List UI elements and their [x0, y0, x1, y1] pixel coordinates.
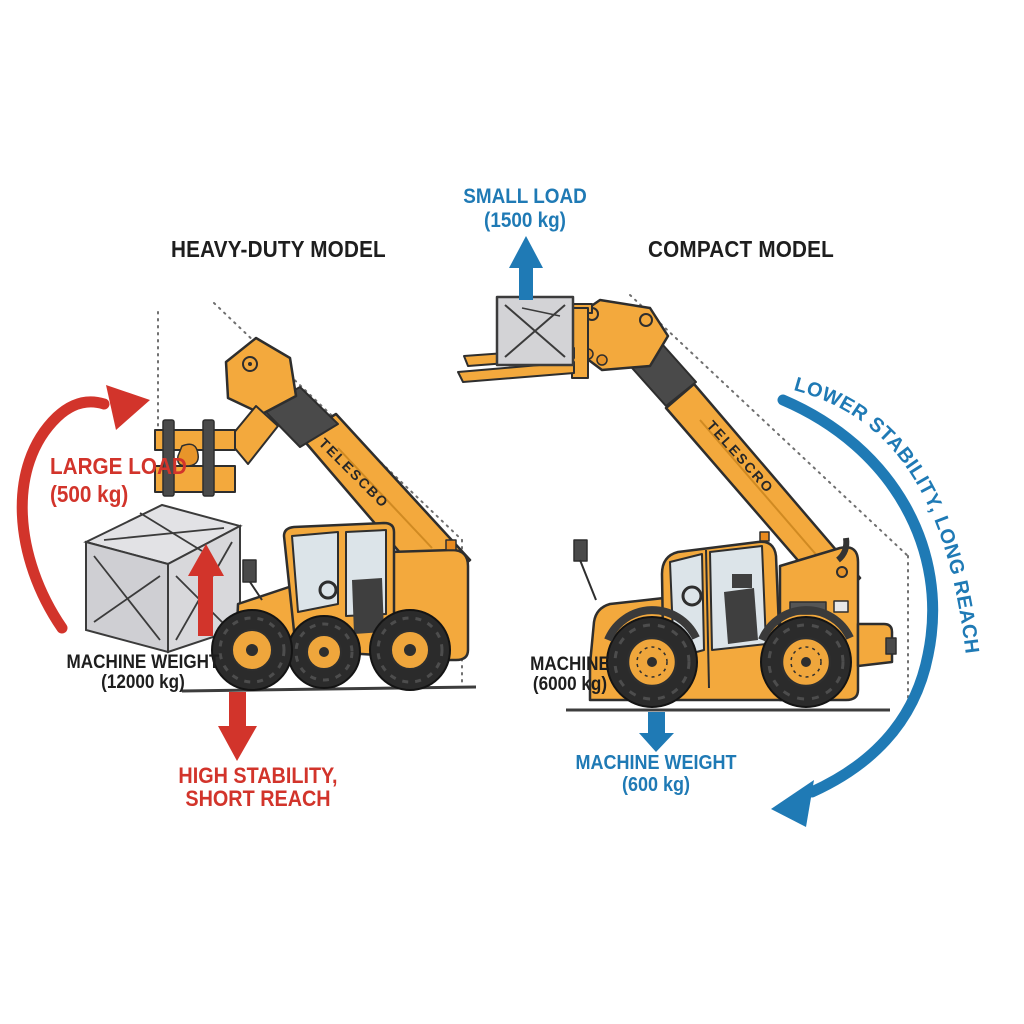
wheels: [606, 616, 852, 708]
large-load-value: (500 kg): [50, 481, 129, 507]
weight-down-arrow-red-icon: [218, 692, 257, 761]
left-machine-weight-label: MACHINE WEIGHT (12000 kg): [62, 653, 224, 693]
left-ground-line: [181, 685, 477, 693]
small-load-value: (1500 kg): [484, 209, 566, 232]
right-machine-weight-text: MACHINE WEIGHT: [575, 752, 737, 774]
fender: [604, 606, 700, 642]
rotation-arc-arrow-red-icon: [16, 385, 150, 634]
compact-telehandler: TELESCRO: [457, 295, 897, 708]
left-model-title: HEAVY-DUTY MODEL: [171, 236, 386, 262]
windshield: [291, 531, 339, 613]
right-machine-label: MACHINE (6000 kg): [507, 655, 633, 695]
right-machine-value: (6000 kg): [532, 674, 608, 695]
left-machine-weight-text: MACHINE WEIGHT: [66, 652, 220, 673]
wheels: [211, 609, 451, 691]
beacon-light: [759, 531, 770, 542]
mirror: [573, 539, 588, 562]
seat: [352, 578, 384, 634]
right-machine-weight-label: MACHINE WEIGHT (600 kg): [575, 752, 737, 796]
seat: [724, 588, 758, 644]
carriage-link: [227, 405, 279, 465]
large-load-text: LARGE LOAD: [50, 453, 187, 479]
reach-arc-arrow-blue-icon: [771, 394, 939, 827]
small-load-label: SMALL LOAD (1500 kg): [453, 185, 597, 233]
load-up-arrow-blue-icon: [509, 236, 543, 300]
fender: [758, 606, 854, 642]
weight-down-arrow-blue-icon: [639, 712, 674, 752]
steering-wheel: [681, 585, 703, 607]
fork-carriage: [154, 419, 236, 497]
right-machine-text: MACHINE: [530, 654, 610, 675]
exhaust: [836, 537, 850, 563]
high-stability-label: HIGH STABILITY, SHORT REACH: [168, 764, 348, 810]
left-machine-weight-value: (12000 kg): [101, 672, 185, 693]
steering-wheel: [318, 580, 338, 600]
large-load-label: LARGE LOAD (500 kg): [50, 452, 187, 508]
stability-line2: SHORT REACH: [185, 786, 331, 811]
boom-head: [224, 336, 298, 416]
small-load-box: [495, 295, 575, 367]
fork-tine: [162, 419, 175, 497]
small-load-text: SMALL LOAD: [463, 185, 587, 208]
right-machine-weight-value: (600 kg): [621, 774, 691, 796]
beacon-light: [445, 539, 457, 551]
tow-hitch: [885, 637, 897, 655]
mirror: [242, 559, 257, 583]
stability-line1: HIGH STABILITY,: [178, 763, 338, 788]
right-model-title: COMPACT MODEL: [648, 236, 834, 262]
boom-pivot: [836, 566, 848, 578]
right-diagonal-guide: [629, 294, 909, 557]
fork-tine: [202, 419, 215, 497]
load-up-arrow-red-icon: [188, 544, 224, 636]
